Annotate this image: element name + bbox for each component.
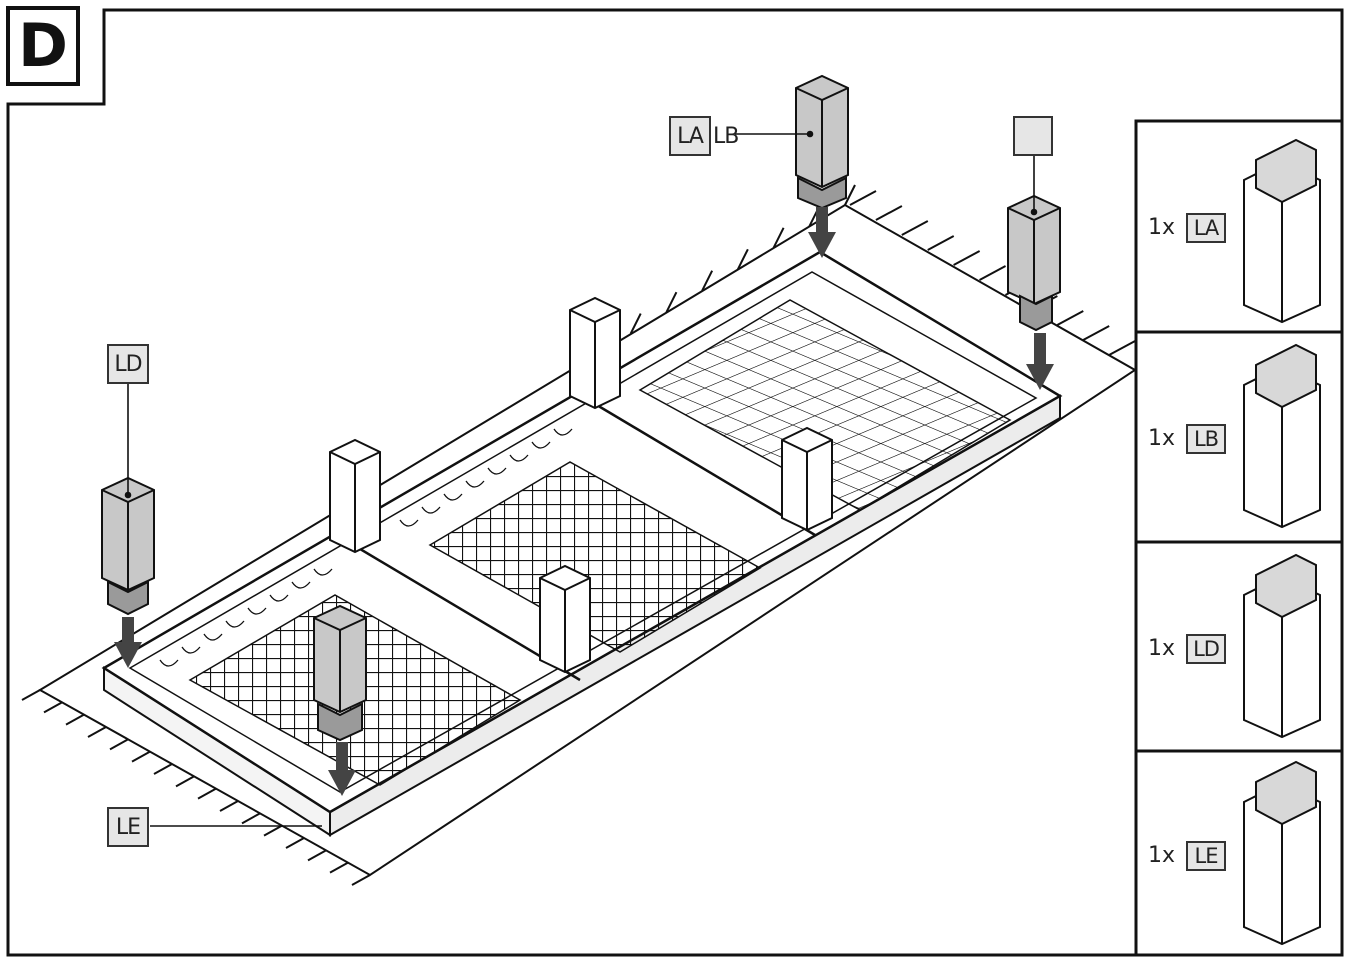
part-code: LB <box>1186 424 1226 454</box>
callout-ld: LD <box>107 344 149 384</box>
arrow-la-lb <box>808 207 836 258</box>
callout-blank <box>1013 116 1053 156</box>
part-code: LA <box>1186 213 1226 243</box>
part-code: LE <box>1186 841 1226 871</box>
part-leg-drawing <box>1243 760 1321 946</box>
callout-ld-text: LD <box>114 351 142 377</box>
callout-lb-text: LB <box>713 124 739 149</box>
parts-panel <box>1134 119 1344 957</box>
leg-blank <box>1007 194 1061 332</box>
arrow-ld <box>114 617 142 668</box>
part-qty: 1x <box>1148 843 1176 868</box>
callout-le-text: LE <box>115 814 141 840</box>
part-leg-drawing <box>1243 553 1321 739</box>
callout-la: LA <box>669 116 711 156</box>
post-white-2 <box>569 296 621 410</box>
post-white-1 <box>329 438 381 554</box>
part-leg-drawing <box>1243 343 1321 529</box>
part-item-ld: 1x LD <box>1136 542 1342 751</box>
part-item-la: 1x LA <box>1136 121 1342 332</box>
part-item-lb: 1x LB <box>1136 332 1342 542</box>
post-white-4 <box>781 426 833 532</box>
part-item-le: 1x LE <box>1136 751 1342 955</box>
leg-ld <box>101 476 155 616</box>
page-frame <box>6 8 1344 957</box>
leader-lines <box>124 130 1038 827</box>
part-qty: 1x <box>1148 636 1176 661</box>
step-letter: D <box>18 11 68 81</box>
callout-le: LE <box>107 807 149 847</box>
step-badge: D <box>6 6 80 86</box>
part-qty: 1x <box>1148 426 1176 451</box>
leg-la-lb <box>795 74 849 210</box>
placed-posts <box>329 296 833 674</box>
arrow-blank <box>1026 333 1054 390</box>
part-code: LD <box>1186 634 1226 664</box>
post-white-3 <box>539 564 591 674</box>
callout-lb: LB <box>713 124 739 149</box>
inserted-legs <box>101 74 1061 742</box>
part-leg-drawing <box>1243 138 1321 324</box>
leg-le <box>313 604 367 742</box>
part-qty: 1x <box>1148 215 1176 240</box>
arrow-le <box>328 742 356 796</box>
insert-arrows <box>114 207 1054 796</box>
callout-la-text: LA <box>677 123 704 149</box>
